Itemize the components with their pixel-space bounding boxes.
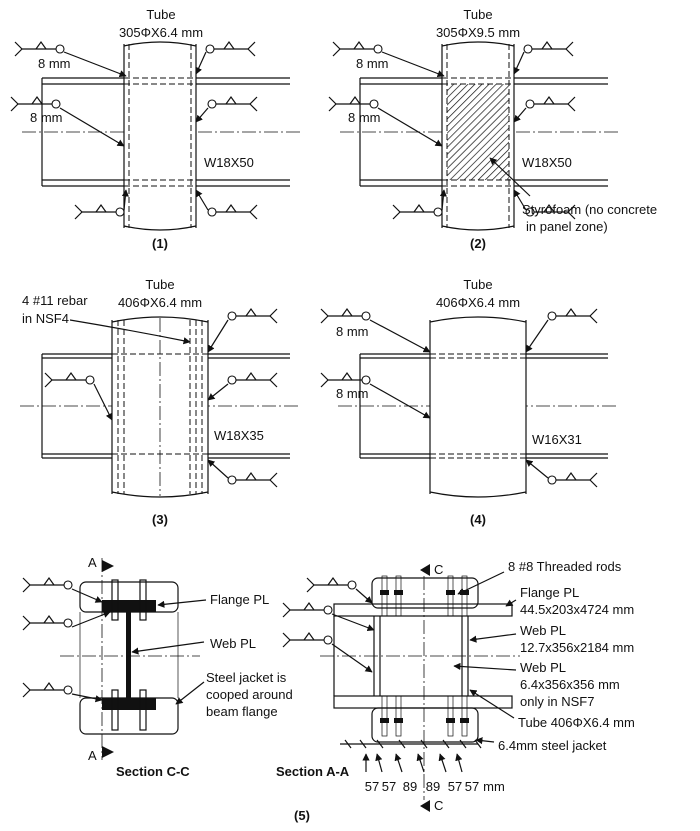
panel3-beam-label: W18X35 bbox=[214, 428, 264, 443]
jacket-note-line1: Steel jacket is bbox=[206, 670, 287, 685]
jacket-note-line2: cooped around bbox=[206, 687, 293, 702]
panel3-caption: (3) bbox=[152, 512, 168, 527]
panel3-tube-label: Tube bbox=[145, 277, 174, 292]
panel1-tube-label: Tube bbox=[146, 7, 175, 22]
panel3-tube-size: 406ΦX6.4 mm bbox=[118, 295, 202, 310]
dimension-line bbox=[340, 739, 482, 773]
panel2-weld-symbols bbox=[328, 41, 576, 220]
panel-4: Tube 406ΦX6.4 mm bbox=[320, 277, 618, 527]
panel4-weld-top-label: 8 mm bbox=[336, 324, 369, 339]
cut-a-top-label: A bbox=[88, 555, 97, 570]
panel1-tube bbox=[123, 41, 197, 231]
section-cc-flange-label: Flange PL bbox=[210, 592, 269, 607]
panel4-weld-symbols bbox=[320, 308, 598, 488]
cut-c-bottom-label: C bbox=[434, 798, 443, 813]
panel4-tube-size: 406ΦX6.4 mm bbox=[436, 295, 520, 310]
styrofoam-fill bbox=[447, 84, 509, 180]
web-pl2-line3: only in NSF7 bbox=[520, 694, 594, 709]
panel3-rebar-line2: in NSF4 bbox=[22, 311, 69, 326]
web-pl1-line2: 12.7x356x2184 mm bbox=[520, 640, 634, 655]
section-c-c: A A bbox=[22, 555, 293, 779]
panel2-note-line2: in panel zone) bbox=[526, 219, 608, 234]
panel-3: Tube 406ΦX6.4 mm 4 #11 rebar in NSF4 bbox=[20, 277, 300, 527]
panel3-weld-symbols bbox=[44, 308, 278, 488]
section-a-a: C C bbox=[276, 559, 635, 813]
panel2-tube-size: 305ΦX9.5 mm bbox=[436, 25, 520, 40]
dim-6: 57 bbox=[465, 779, 479, 794]
panel4-weld-mid-label: 8 mm bbox=[336, 386, 369, 401]
web-pl1-line1: Web PL bbox=[520, 623, 566, 638]
web-pl2-line2: 6.4x356x356 mm bbox=[520, 677, 620, 692]
panel2-beam-label: W18X50 bbox=[522, 155, 572, 170]
panel-1: Tube 305ΦX6.4 mm bbox=[10, 7, 300, 251]
panel4-tube-label: Tube bbox=[463, 277, 492, 292]
dim-1: 57 bbox=[365, 779, 379, 794]
section-cc-rods bbox=[111, 579, 147, 731]
flange-pl-line2: 44.5x203x4724 mm bbox=[520, 602, 634, 617]
panel4-caption: (4) bbox=[470, 512, 486, 527]
section-aa-title: Section A-A bbox=[276, 764, 350, 779]
panel3-rebar-line1: 4 #11 rebar bbox=[22, 293, 88, 308]
section-cc-title: Section C-C bbox=[116, 764, 190, 779]
rods-label: 8 #8 Threaded rods bbox=[508, 559, 622, 574]
cut-a-bottom-label: A bbox=[88, 748, 97, 763]
panel2-note-line1: Styrofoam (no concrete bbox=[522, 202, 657, 217]
steel-jacket-label: 6.4mm steel jacket bbox=[498, 738, 607, 753]
panel1-tube-size: 305ΦX6.4 mm bbox=[119, 25, 203, 40]
panel1-caption: (1) bbox=[152, 236, 168, 251]
section-cc-jacket bbox=[79, 581, 179, 735]
tube-406-label: Tube 406ΦX6.4 mm bbox=[518, 715, 635, 730]
panel2-tube bbox=[441, 41, 515, 231]
panel4-tube bbox=[429, 316, 527, 498]
panel2-weld-top-label: 8 mm bbox=[356, 56, 389, 71]
panel-2: Tube 305ΦX9.5 mm bbox=[328, 7, 657, 251]
section-cc-flange-plates bbox=[102, 600, 156, 710]
panel4-beam-label: W16X31 bbox=[532, 432, 582, 447]
panel2-weld-mid-label: 8 mm bbox=[348, 110, 381, 125]
panel5-caption: (5) bbox=[294, 808, 310, 823]
section-cc-web-label: Web PL bbox=[210, 636, 256, 651]
web-pl2-line1: Web PL bbox=[520, 660, 566, 675]
dim-5: 57 bbox=[448, 779, 462, 794]
cut-c-top-label: C bbox=[434, 562, 443, 577]
panel3-tube bbox=[69, 316, 209, 498]
dim-unit: mm bbox=[483, 779, 505, 794]
dimension-values: 57 57 89 89 57 57 mm bbox=[365, 779, 505, 794]
section-cc-welds bbox=[22, 577, 111, 703]
panel1-weld-top-label: 8 mm bbox=[38, 56, 71, 71]
panel1-weld-mid-label: 8 mm bbox=[30, 110, 63, 125]
jacket-note-line3: beam flange bbox=[206, 704, 278, 719]
panel2-caption: (2) bbox=[470, 236, 486, 251]
dim-3: 89 bbox=[403, 779, 417, 794]
dim-2: 57 bbox=[382, 779, 396, 794]
panel1-weld-symbols bbox=[10, 41, 258, 220]
panel1-beam-label: W18X50 bbox=[204, 155, 254, 170]
flange-pl-line1: Flange PL bbox=[520, 585, 579, 600]
section-aa-welds bbox=[282, 577, 375, 673]
panel2-tube-label: Tube bbox=[463, 7, 492, 22]
dim-4: 89 bbox=[426, 779, 440, 794]
